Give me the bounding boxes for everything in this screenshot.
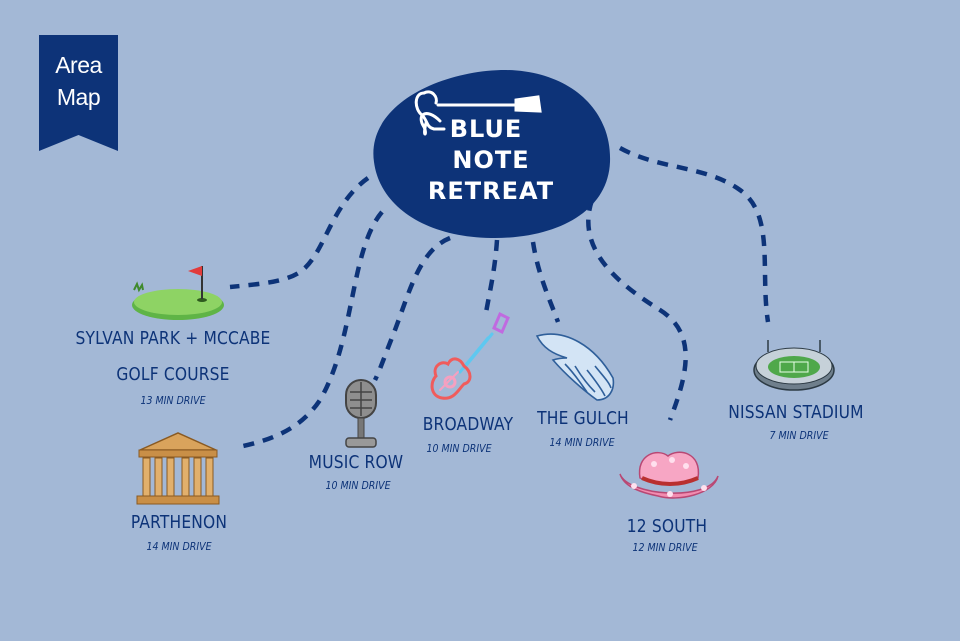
location-name-golf-line-2: GOLF COURSE xyxy=(116,364,230,385)
guitar-logo-icon xyxy=(414,90,542,136)
cowboy-hat-icon xyxy=(619,451,719,499)
angel-wings-icon xyxy=(535,333,615,401)
area-map-banner: Area Map xyxy=(39,35,118,151)
route-parthenon xyxy=(242,210,384,449)
parthenon-icon xyxy=(136,432,220,505)
route-broadway xyxy=(482,239,500,319)
microphone-icon xyxy=(345,379,377,448)
drive-time-nissan: 7 MIN DRIVE xyxy=(769,430,829,442)
route-12-south xyxy=(586,199,688,421)
stadium-icon xyxy=(753,340,835,391)
location-name-nissan: NISSAN STADIUM xyxy=(728,402,864,423)
route-nissan xyxy=(618,146,771,323)
location-name-12-south: 12 SOUTH xyxy=(626,516,708,537)
neon-guitar-icon xyxy=(430,311,510,400)
hub-line-1: BLUE xyxy=(449,115,523,143)
drive-time-parthenon: 14 MIN DRIVE xyxy=(146,541,212,553)
location-name-parthenon: PARTHENON xyxy=(130,512,228,533)
route-golf xyxy=(229,176,370,290)
drive-time-12-south: 12 MIN DRIVE xyxy=(632,542,698,554)
drive-time-broadway: 10 MIN DRIVE xyxy=(426,443,492,455)
hub-line-2: NOTE xyxy=(452,146,530,174)
route-music-row xyxy=(372,235,451,382)
drive-time-music-row: 10 MIN DRIVE xyxy=(325,480,391,492)
banner-line-1: Area xyxy=(55,52,102,78)
drive-time-golf: 13 MIN DRIVE xyxy=(140,395,206,407)
route-gulch xyxy=(530,241,561,323)
hub-line-3: RETREAT xyxy=(427,177,555,205)
golf-green-icon xyxy=(132,266,224,320)
location-name-music-row: MUSIC ROW xyxy=(308,452,404,473)
banner-line-2: Map xyxy=(56,84,101,110)
location-name-broadway: BROADWAY xyxy=(422,414,514,435)
location-name-gulch: THE GULCH xyxy=(537,408,629,429)
location-name-golf-line-1: SYLVAN PARK + MCCABE xyxy=(75,328,271,349)
hub-blue-note-retreat: BLUE NOTE RETREAT xyxy=(366,67,612,239)
drive-time-gulch: 14 MIN DRIVE xyxy=(549,437,615,449)
